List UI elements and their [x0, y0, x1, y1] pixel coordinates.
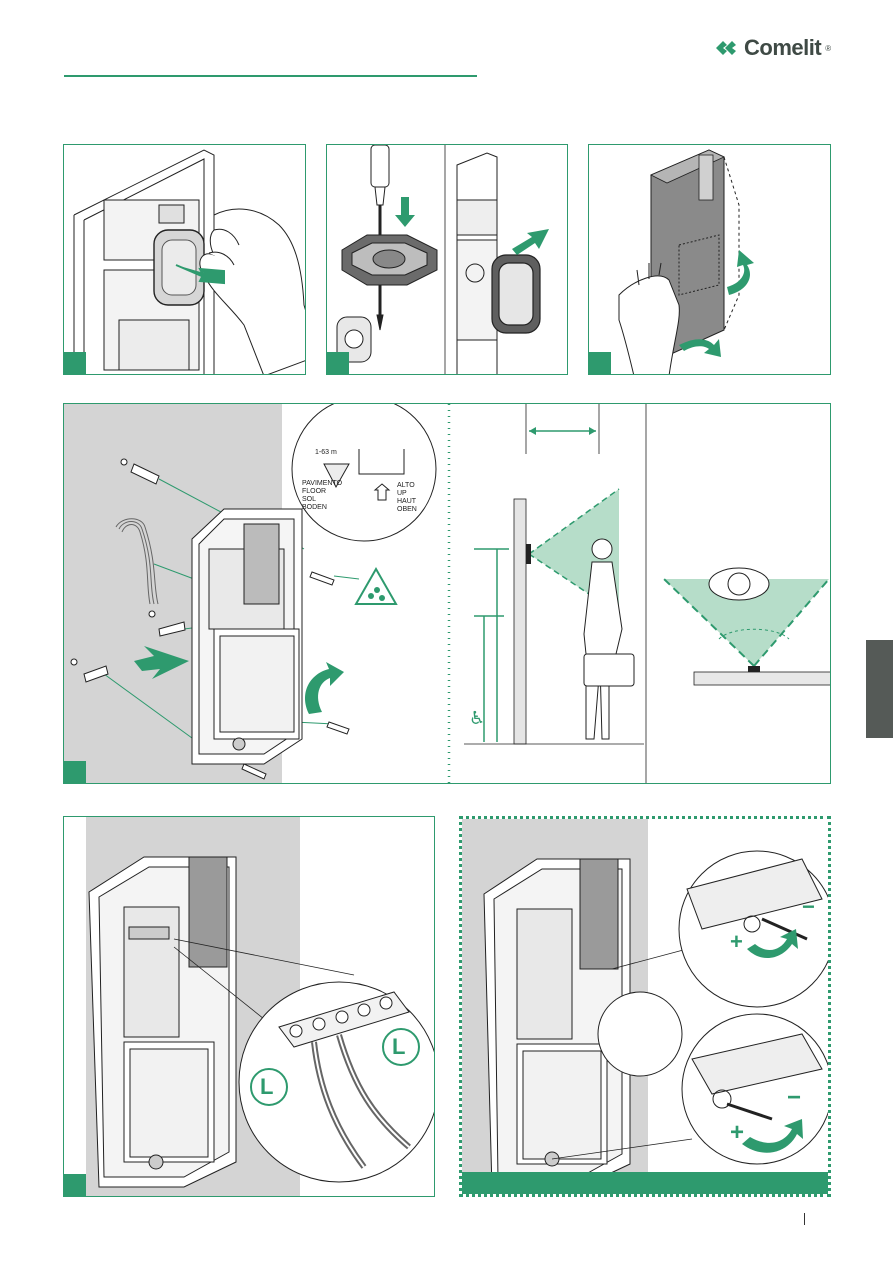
- step-panel-wiring: L L: [63, 816, 435, 1197]
- terminal-marker-label-right: L: [392, 1034, 406, 1059]
- step-number-box: [327, 352, 349, 374]
- terminal-marker-left: [250, 1068, 288, 1106]
- up-word-en: UP: [397, 490, 407, 497]
- wiring-illustration: [88, 856, 434, 1188]
- panel-footer-bar: [462, 1172, 828, 1194]
- back-box: [191, 508, 303, 765]
- up-word-fr: HAUT: [397, 498, 417, 505]
- floor-word-en: FLOOR: [302, 488, 327, 495]
- cover-button: [491, 254, 541, 334]
- wheelchair-icon: ♿: [469, 708, 485, 729]
- green-arrow-left: [134, 646, 189, 679]
- camera-cone-icon: [663, 567, 830, 686]
- brand-logo: Comelit®: [714, 35, 831, 61]
- step-number-box: [589, 352, 611, 374]
- page-number-mark: [804, 1213, 805, 1225]
- terminal-marker-right: [382, 1028, 420, 1066]
- screw-parts: [241, 571, 350, 780]
- floor-word-it: PAVIMENTO: [302, 480, 343, 487]
- screwdriver-icon: [726, 917, 808, 1121]
- section-side-tab[interactable]: [866, 640, 893, 738]
- up-word-de: OBEN: [397, 506, 417, 513]
- pointing-hand-icon: [618, 262, 680, 374]
- person-icon: [583, 538, 635, 740]
- brand-name: Comelit: [744, 35, 822, 60]
- step-number-box: [64, 761, 86, 783]
- plus-sign-bottom: +: [730, 1119, 745, 1146]
- wall-plug-parts: [70, 458, 186, 683]
- step-panel-mounting: ♿ 1-63 m PAVIMENTO FLOOR SOL BODEN: [63, 403, 831, 784]
- small-magnifier: [597, 991, 683, 1077]
- rotate-arrow-icon: [742, 1119, 803, 1153]
- arrow-icon: [175, 264, 225, 285]
- minus-sign-top: −: [802, 894, 815, 919]
- floor-word-fr: SOL: [302, 496, 317, 503]
- comelit-logo-icon: [716, 41, 736, 55]
- terminal-marker-label-left: L: [260, 1074, 274, 1099]
- minus-sign-bottom: −: [787, 1084, 802, 1111]
- step-number-box: [64, 352, 86, 374]
- rotate-arrow-icon: [727, 250, 754, 295]
- floor-word-de: BODEN: [302, 504, 327, 511]
- terminal-block: [278, 991, 410, 1048]
- wires-inner: [313, 1034, 410, 1168]
- mounting-illustration: ♿: [70, 404, 830, 783]
- up-words: ALTO UP HAUT OBEN: [397, 482, 417, 514]
- floor-marker-triangle: [323, 463, 350, 489]
- open-case-illustration: [618, 149, 754, 374]
- cable-bundle: [115, 518, 159, 605]
- small-button-part: [336, 316, 372, 363]
- rotate-arrow-icon: [679, 339, 721, 357]
- panel-adjustments: + − + −: [459, 816, 831, 1197]
- rotate-arrow-icon: [747, 929, 798, 959]
- step-panel-remove-cover: [63, 144, 306, 375]
- up-arrow-icon: [373, 483, 391, 501]
- arrow-icon: [512, 229, 549, 255]
- brand-registered: ®: [825, 43, 832, 53]
- magnifier-circle: [291, 404, 437, 542]
- floor-height-label: 1-63 m: [315, 449, 337, 456]
- cover-button: [153, 229, 205, 306]
- down-arrow-icon: [395, 197, 415, 227]
- unscrew-illustration: [336, 145, 549, 374]
- step-panel-unscrew: [326, 144, 568, 375]
- pointing-hand-icon: [199, 208, 305, 374]
- up-word-it: ALTO: [397, 482, 415, 489]
- height-diagram: ♿: [464, 404, 644, 745]
- water-drops-icon: [354, 566, 398, 605]
- adjustment-illustration: [483, 850, 828, 1190]
- header-rule: [64, 75, 477, 77]
- step-panel-open-case: [588, 144, 831, 375]
- floor-words: PAVIMENTO FLOOR SOL BODEN: [302, 480, 342, 512]
- remove-cover-illustration: [73, 149, 305, 374]
- step-number-box: [64, 1174, 86, 1196]
- rotate-arrow-icon: [305, 662, 344, 714]
- plus-sign-top: +: [730, 929, 743, 954]
- gasket-part: [341, 234, 438, 286]
